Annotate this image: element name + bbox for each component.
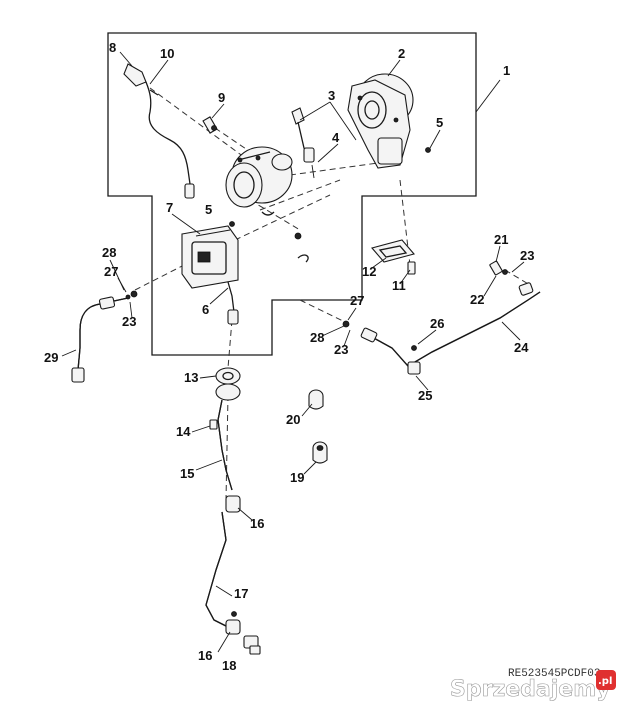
label-10: 10 — [160, 46, 174, 61]
watermark-text: Sprzedajemy — [450, 677, 611, 702]
bolt-part-9 — [202, 116, 218, 134]
part-labels: 1 2 3 4 5 5 6 7 8 10 9 11 12 13 14 15 16… — [44, 40, 534, 673]
label-9: 9 — [218, 90, 225, 105]
oil-line-part-24 — [342, 260, 541, 375]
turbine-housing-part-2 — [347, 73, 414, 169]
label-12: 12 — [362, 264, 376, 279]
clip-parts — [294, 232, 309, 263]
label-21: 21 — [494, 232, 508, 247]
electronic-actuator-part-7 — [181, 225, 239, 325]
label-8: 8 — [109, 40, 116, 55]
label-18: 18 — [222, 658, 236, 673]
label-14: 14 — [176, 424, 191, 439]
gasket-part-12 — [371, 239, 415, 263]
label-6: 6 — [202, 302, 209, 317]
label-11: 11 — [392, 278, 406, 293]
label-5-a: 5 — [436, 115, 443, 130]
label-27-b: 27 — [350, 293, 364, 308]
label-19: 19 — [290, 470, 304, 485]
watermark-badge-text: .pl — [598, 676, 612, 687]
label-2: 2 — [398, 46, 405, 61]
label-26: 26 — [430, 316, 444, 331]
reference-code: RE523545PCDF03 — [508, 668, 600, 680]
hose-part-17 — [205, 495, 241, 635]
label-23-c: 23 — [334, 342, 348, 357]
label-16-a: 16 — [250, 516, 264, 531]
label-4: 4 — [332, 130, 340, 145]
label-20: 20 — [286, 412, 300, 427]
actuator-rod-part-3 — [291, 107, 315, 179]
label-5-b: 5 — [205, 202, 212, 217]
label-27-a: 27 — [104, 264, 118, 279]
compressor-housing — [225, 146, 293, 216]
label-16-b: 16 — [198, 648, 212, 663]
label-22: 22 — [470, 292, 484, 307]
sensor-cable-assembly — [123, 63, 195, 199]
fastener-part-5-b — [229, 221, 235, 227]
label-15: 15 — [180, 466, 194, 481]
label-23-a: 23 — [520, 248, 534, 263]
label-7: 7 — [166, 200, 173, 215]
leader-1 — [475, 79, 501, 113]
label-3: 3 — [328, 88, 335, 103]
fitting-part-18 — [243, 635, 261, 655]
label-29: 29 — [44, 350, 58, 365]
label-23-b: 23 — [122, 314, 136, 329]
label-25: 25 — [418, 388, 432, 403]
sleeve-part-19 — [312, 441, 328, 464]
assembly-outline — [107, 32, 477, 356]
label-28-a: 28 — [102, 245, 116, 260]
drain-tube-part-15 — [209, 383, 241, 491]
label-24: 24 — [514, 340, 529, 355]
fastener-part-5-a — [425, 147, 431, 153]
sleeve-part-20 — [308, 389, 324, 410]
watermark: Sprzedajemy .pl — [450, 670, 616, 702]
oil-line-part-29 — [71, 290, 138, 383]
watermark-badge — [596, 670, 616, 690]
label-13: 13 — [184, 370, 198, 385]
label-28-b: 28 — [310, 330, 324, 345]
label-leaders — [61, 51, 525, 653]
label-1: 1 — [503, 63, 510, 78]
label-17: 17 — [234, 586, 248, 601]
gasket-part-13 — [215, 367, 241, 385]
stud-part-11 — [407, 261, 416, 275]
